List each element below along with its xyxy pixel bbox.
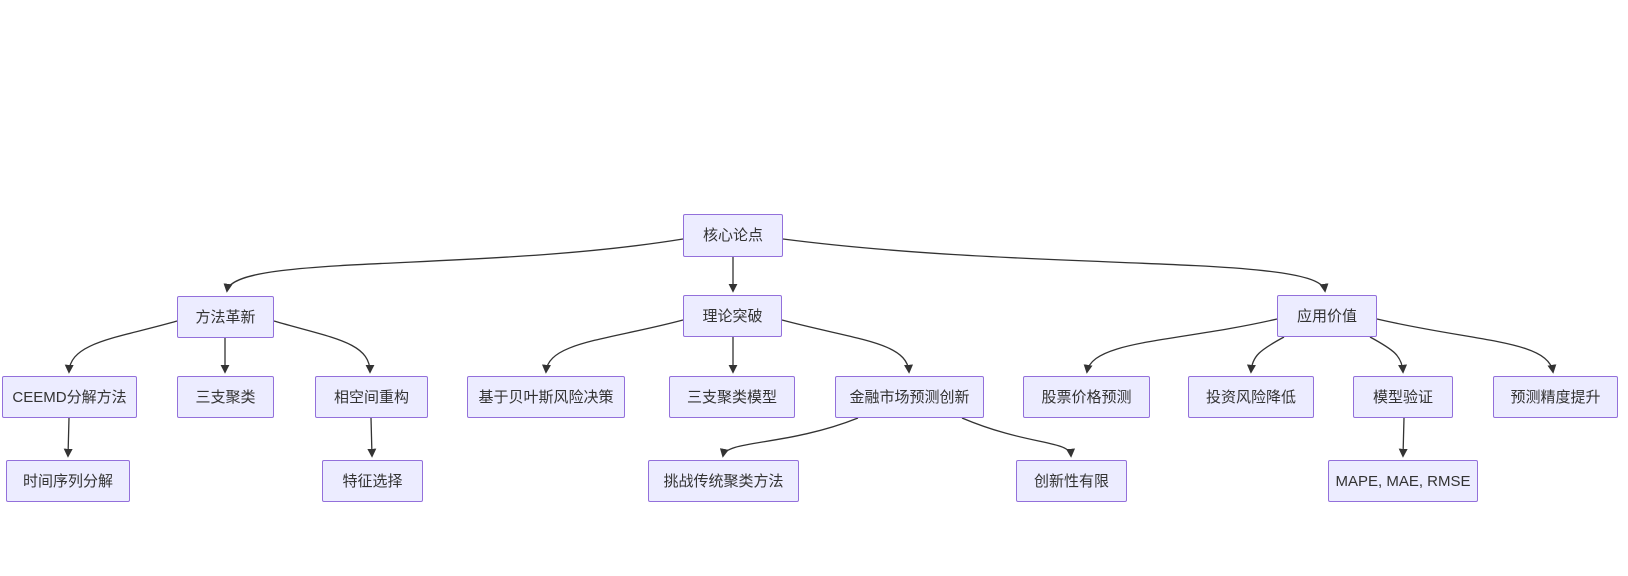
- edge-phase-space-feature-selection: [367, 417, 377, 458]
- node-limited-innovation: 创新性有限: [1016, 460, 1127, 502]
- node-phase-space-reconstruction: 相空间重构: [315, 376, 428, 418]
- edge-method-innovation-ceemd: [64, 320, 178, 374]
- node-bayesian-risk-decision: 基于贝叶斯风险决策: [467, 376, 625, 418]
- edge-theory-breakthrough-financial-market: [781, 319, 913, 374]
- edge-model-validation-evaluation-metrics: [1398, 417, 1408, 458]
- edge-financial-market-challenge-traditional: [719, 417, 859, 458]
- edge-application-value-model-validation: [1369, 336, 1408, 374]
- edge-application-value-prediction-accuracy: [1376, 318, 1557, 374]
- edge-theory-breakthrough-bayesian-risk: [542, 319, 684, 374]
- edge-financial-market-limited-innovation: [961, 417, 1076, 458]
- node-method-innovation: 方法革新: [177, 296, 274, 338]
- node-model-validation: 模型验证: [1353, 376, 1453, 418]
- node-three-way-clustering-model: 三支聚类模型: [669, 376, 795, 418]
- node-evaluation-metrics: MAPE, MAE, RMSE: [1328, 460, 1478, 502]
- node-challenge-traditional-clustering: 挑战传统聚类方法: [648, 460, 799, 502]
- node-core-thesis: 核心论点: [683, 214, 783, 257]
- node-application-value: 应用价值: [1277, 295, 1377, 337]
- node-investment-risk-reduction: 投资风险降低: [1188, 376, 1314, 418]
- node-three-way-clustering: 三支聚类: [177, 376, 274, 418]
- node-theory-breakthrough: 理论突破: [683, 295, 782, 337]
- edge-application-value-stock-price: [1083, 318, 1278, 374]
- node-feature-selection: 特征选择: [322, 460, 423, 502]
- edge-ceemd-time-series-decomposition: [63, 417, 73, 458]
- edge-method-innovation-phase-space: [273, 320, 375, 374]
- edge-core-thesis-application-value: [782, 238, 1329, 293]
- edge-application-value-investment-risk: [1246, 336, 1285, 374]
- node-prediction-accuracy: 预测精度提升: [1493, 376, 1618, 418]
- node-financial-market-prediction: 金融市场预测创新: [835, 376, 984, 418]
- edge-core-thesis-method-innovation: [223, 238, 684, 293]
- node-ceemd-decomposition: CEEMD分解方法: [2, 376, 137, 418]
- node-stock-price-prediction: 股票价格预测: [1023, 376, 1150, 418]
- node-time-series-decomposition: 时间序列分解: [6, 460, 130, 502]
